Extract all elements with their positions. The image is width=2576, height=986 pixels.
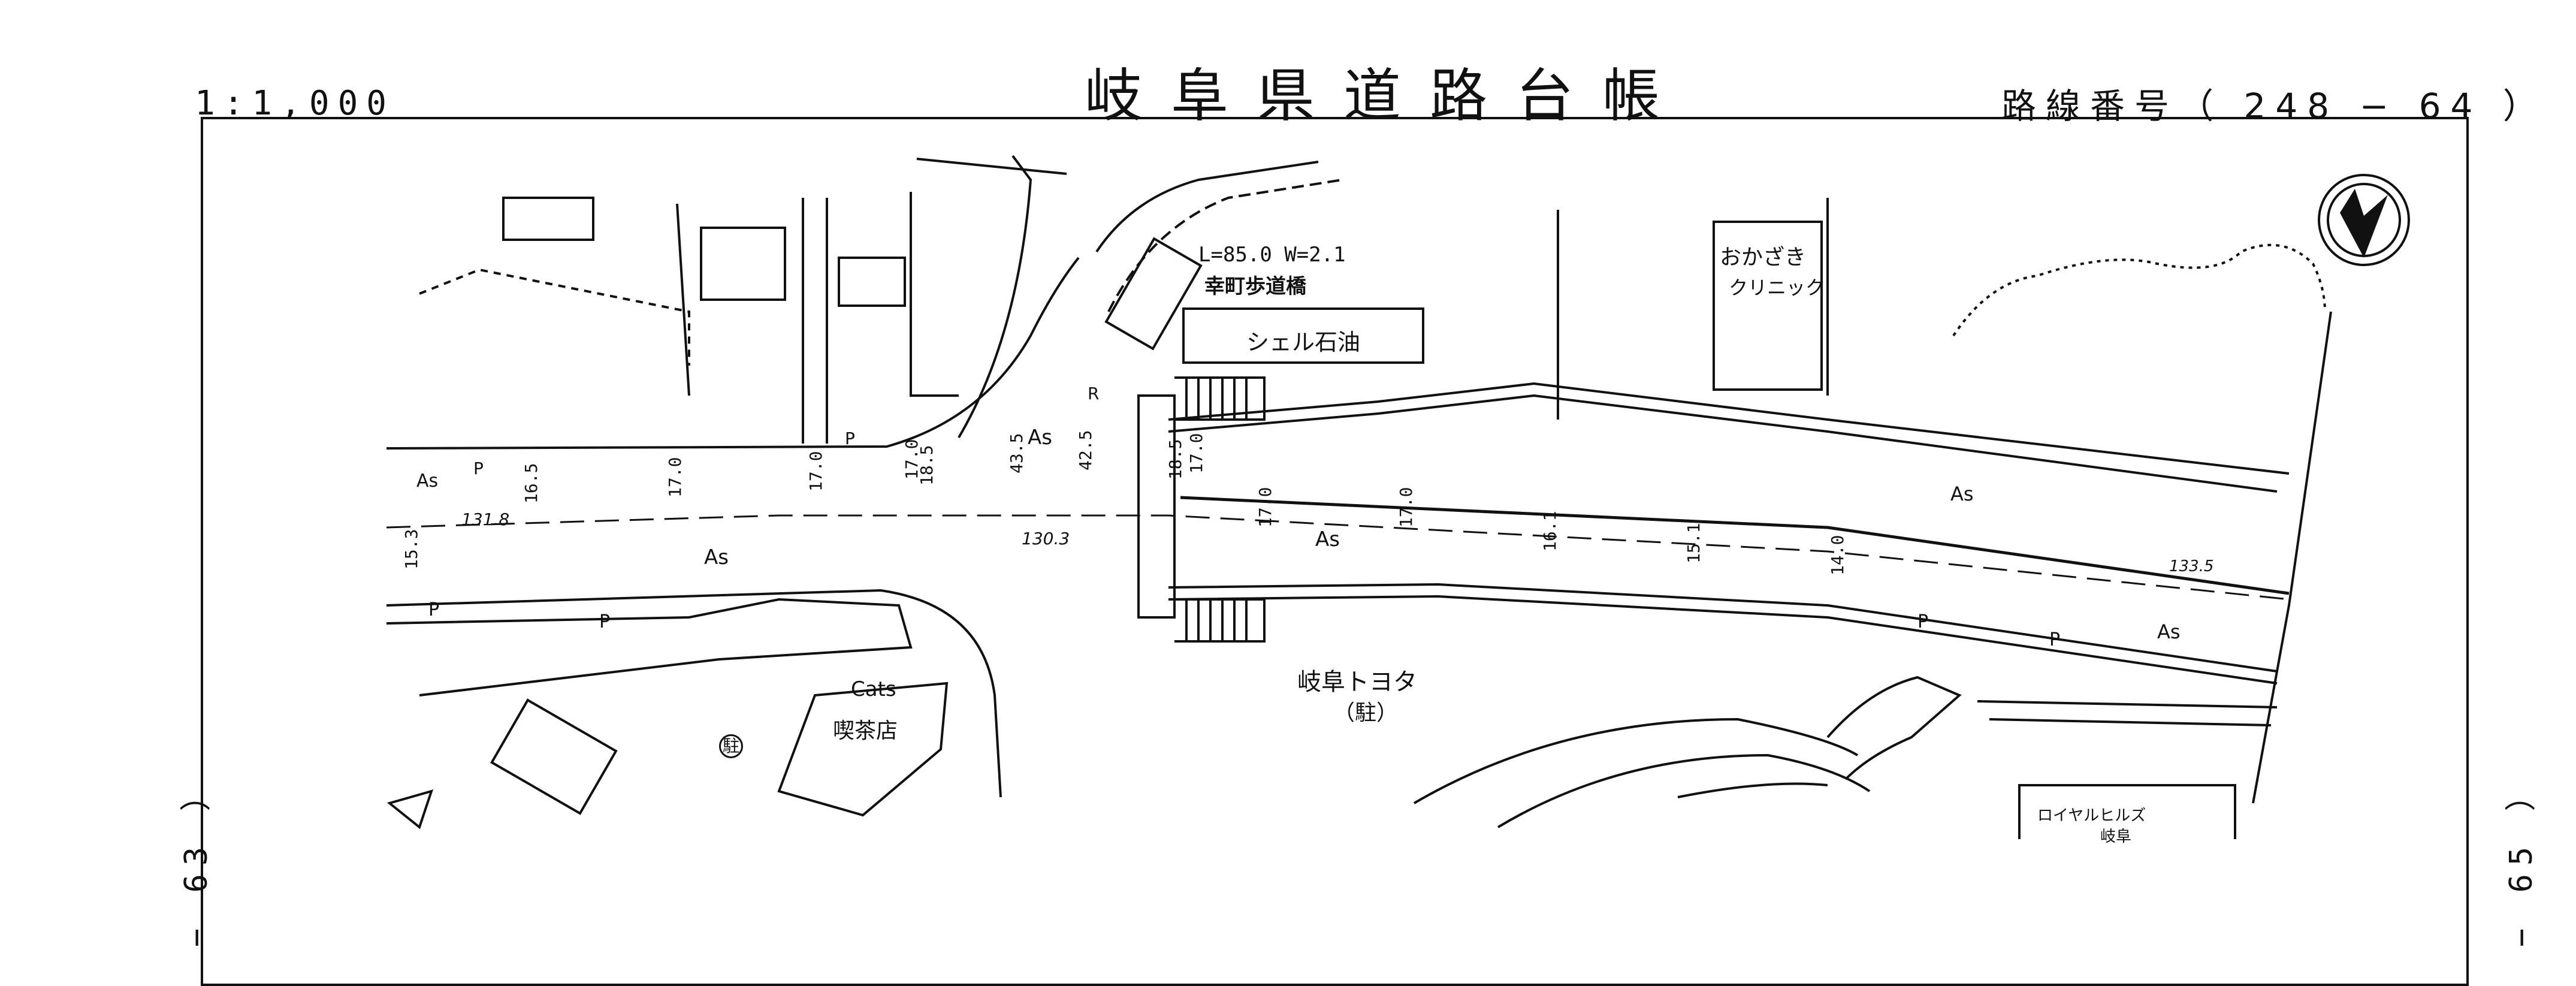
parking-label-6: P [2049,629,2061,650]
median [1180,496,2290,595]
building-3 [502,197,594,241]
royal-hills-label-2: 岐阜 [2100,828,2132,846]
cafe-building [777,682,949,817]
road-edge-north-right [1168,394,2278,493]
road-edge-south-right-2 [1168,595,2278,685]
royal-hills-label-1: ロイヤルヒルズ [2037,807,2146,825]
road-width-label: 18.5 [917,445,937,486]
toyota-label-1: 岐阜トヨタ [1297,668,1417,696]
bridge-stair-north [1174,376,1266,421]
surface-label-3: As [1028,426,1052,450]
road-width-label: 42.5 [1076,430,1095,471]
road-edge-south-left [386,589,1002,798]
building-1 [700,227,786,301]
elevation-3: 133.5 [2169,557,2214,575]
road-width-label: 15.3 [401,529,421,569]
surface-label-6: As [2157,620,2181,643]
scale-label: 1:1,000 [195,84,395,123]
surface-label-4: As [1315,527,1340,551]
lot-left-upper [419,268,690,366]
clinic-lot [1557,198,1829,420]
road-width-label: 16.5 [521,463,541,503]
road-width-label: 17.0 [1396,487,1416,527]
gate-lines [676,198,828,444]
road-edge-north-left [386,257,1080,450]
parking-label-4: P [845,429,855,448]
road-width-label: 17.0 [1186,433,1206,474]
road-width-label: 43.5 [1007,433,1026,474]
parking-label-1: P [428,599,440,620]
tree-line [1952,243,2326,337]
curve-r-label: R [1088,384,1100,403]
building-2 [838,257,906,307]
side-street-curb [1107,179,1343,312]
road-width-label: 16.1 [1540,511,1560,551]
bridge-label-box [1104,237,1203,351]
clinic-label-1: おかざき [1720,245,1807,270]
shell-label: シェル石油 [1246,329,1361,355]
road-width-label: 17.0 [1255,487,1275,527]
bridge-name-label: 幸町歩道橋 [1204,275,1306,298]
building-south-1 [490,698,618,815]
road-edge-north-right-2 [1168,382,2290,475]
elevation-1: 131.8 [461,509,510,529]
cafe-label-1: Cats [851,677,896,701]
pedestrian-bridge [1137,394,1176,619]
north-arrow-circle [2318,174,2410,266]
surface-label-5: As [1950,483,1974,505]
route-number: 路線番号（ 248 − 64 ） [2001,86,2547,126]
curve-se-3 [1677,782,1828,798]
lot-south-left [386,598,913,696]
surface-label-1: As [416,471,439,492]
parking-circle-label: 駐 [719,734,743,758]
stair-left [386,789,434,830]
curve-se-2 [1497,753,1871,828]
clinic-box [1713,221,1823,391]
north-arrow-icon [2340,189,2388,258]
fence-left [910,192,959,397]
bridge-stair-south [1174,598,1266,643]
parking-label-2: P [599,611,611,632]
road-map-drawing [386,155,2410,839]
road-width-label: 14.0 [1828,535,1847,575]
parking-label-5: P [1917,611,1929,632]
elevation-2: 130.3 [1022,529,1070,548]
center-line [386,514,2290,601]
parking-label-3: P [473,459,484,478]
road-width-label: 17.0 [806,451,826,492]
culvert-se [1826,676,1962,780]
shell-box [1182,307,1424,364]
road-width-label: 15.1 [1684,523,1704,563]
cafe-label-2: 喫茶店 [833,719,898,743]
right-side-lot [1977,700,2278,726]
road-width-label: 17.0 [665,457,685,497]
road-edge-south-right [1168,583,2278,673]
clinic-label-2: クリニック [1729,276,1825,299]
curve-se-1 [1413,717,1859,804]
right-frame-diag [2252,311,2332,804]
bridge-dims-label: L=85.0 W=2.1 [1198,243,1346,267]
road-width-label: 18.5 [1165,439,1185,480]
toyota-label-2: （駐） [1333,701,1399,725]
side-street-west [958,155,1032,439]
fence-top [916,158,1067,175]
surface-label-2: As [704,545,729,569]
side-street-east [1095,161,1319,253]
royal-hills-lot [2018,784,2236,839]
